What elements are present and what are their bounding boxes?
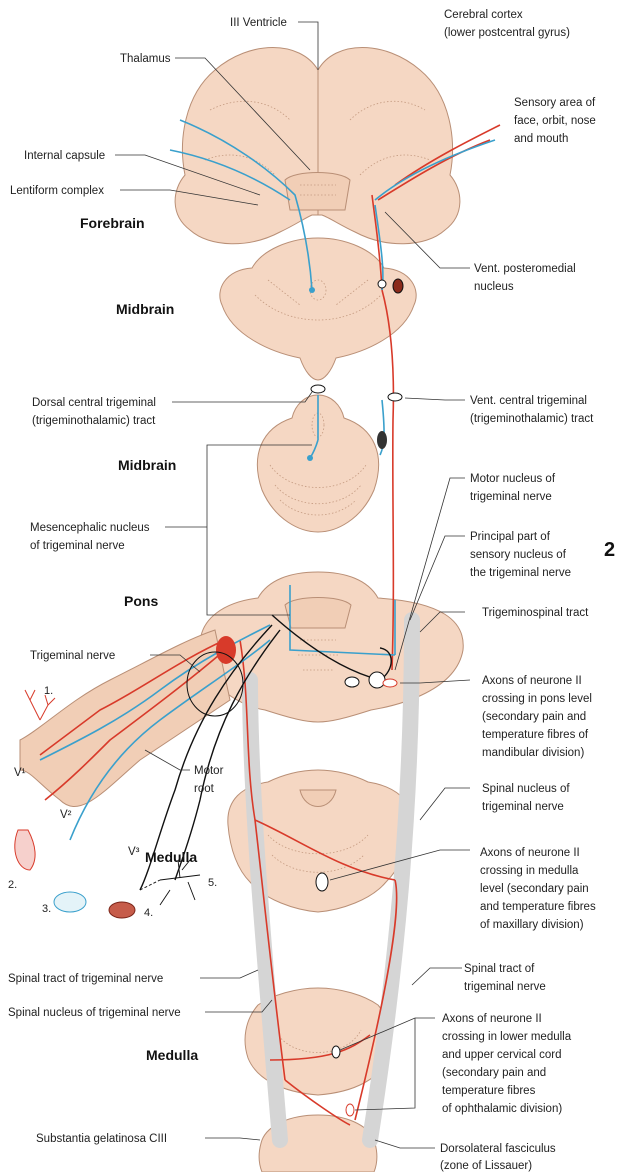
- lentiform-complex-label: Lentiform complex: [10, 185, 104, 197]
- principal-sensory-label: Principal part of sensory nucleus of the…: [470, 531, 571, 579]
- thalamus-label: Thalamus: [120, 53, 171, 65]
- midbrain-upper-label: Midbrain: [116, 301, 174, 317]
- spinal-nucleus-left-label: Spinal nucleus of trigeminal nerve: [8, 1007, 181, 1019]
- v1-label: V¹: [14, 767, 26, 779]
- forebrain-section: [175, 48, 460, 244]
- spinal-nucleus-right-label: Spinal nucleus of trigeminal nerve: [482, 783, 573, 813]
- ending-2-label: 2.: [8, 879, 17, 891]
- pons-label: Pons: [124, 593, 158, 609]
- internal-capsule-label: Internal capsule: [24, 150, 105, 162]
- ending-3-label: 3.: [42, 903, 51, 915]
- cerebral-cortex-label: Cerebral cortex (lower postcentral gyrus…: [444, 9, 570, 39]
- vent-posteromedial-label: Vent. posteromedial nucleus: [474, 263, 579, 293]
- motor-root-label: Motor root: [194, 765, 227, 795]
- medulla-lower-label: Medulla: [146, 1047, 198, 1063]
- forebrain-label: Forebrain: [80, 215, 145, 231]
- dorsal-central-tract-label: Dorsal central trigeminal (trigeminothal…: [32, 397, 159, 427]
- axons-lower-label: Axons of neurone II crossing in lower me…: [442, 1013, 574, 1115]
- trigeminal-nerve-label: Trigeminal nerve: [30, 650, 115, 662]
- motor-nucleus-label: Motor nucleus of trigeminal nerve: [470, 473, 558, 503]
- mesencephalic-nucleus-label: Mesencephalic nucleus of trigeminal nerv…: [30, 522, 153, 552]
- axons-pons-label: Axons of neurone II crossing in pons lev…: [482, 675, 595, 759]
- sensory-area-label: Sensory area of face, orbit, nose and mo…: [514, 97, 599, 145]
- vent-central-tract-label: Vent. central trigeminal (trigeminothala…: [470, 395, 594, 425]
- medulla-upper-label: Medulla: [145, 849, 197, 865]
- trigeminospinal-tract-label: Trigeminospinal tract: [482, 607, 589, 619]
- v3-label: V³: [128, 846, 140, 858]
- spinal-tract-right-label: Spinal tract of trigeminal nerve: [464, 963, 546, 993]
- substantia-gelatinosa-label: Substantia gelatinosa CIII: [36, 1133, 167, 1145]
- v2-label: V²: [60, 809, 72, 821]
- page-fragment-label: 2: [604, 539, 615, 561]
- ending-5-label: 5.: [208, 877, 217, 889]
- ending-1-label: 1.: [44, 685, 53, 697]
- dorsolateral-fasciculus-label: Dorsolateral fasciculus (zone of Lissaue…: [440, 1143, 559, 1172]
- spinal-tract-left-label: Spinal tract of trigeminal nerve: [8, 973, 163, 985]
- midbrain-lower-label: Midbrain: [118, 457, 176, 473]
- ending-4-label: 4.: [144, 907, 153, 919]
- axons-medulla-label: Axons of neurone II crossing in medulla …: [480, 847, 599, 931]
- third-ventricle-label: III Ventricle: [230, 17, 287, 29]
